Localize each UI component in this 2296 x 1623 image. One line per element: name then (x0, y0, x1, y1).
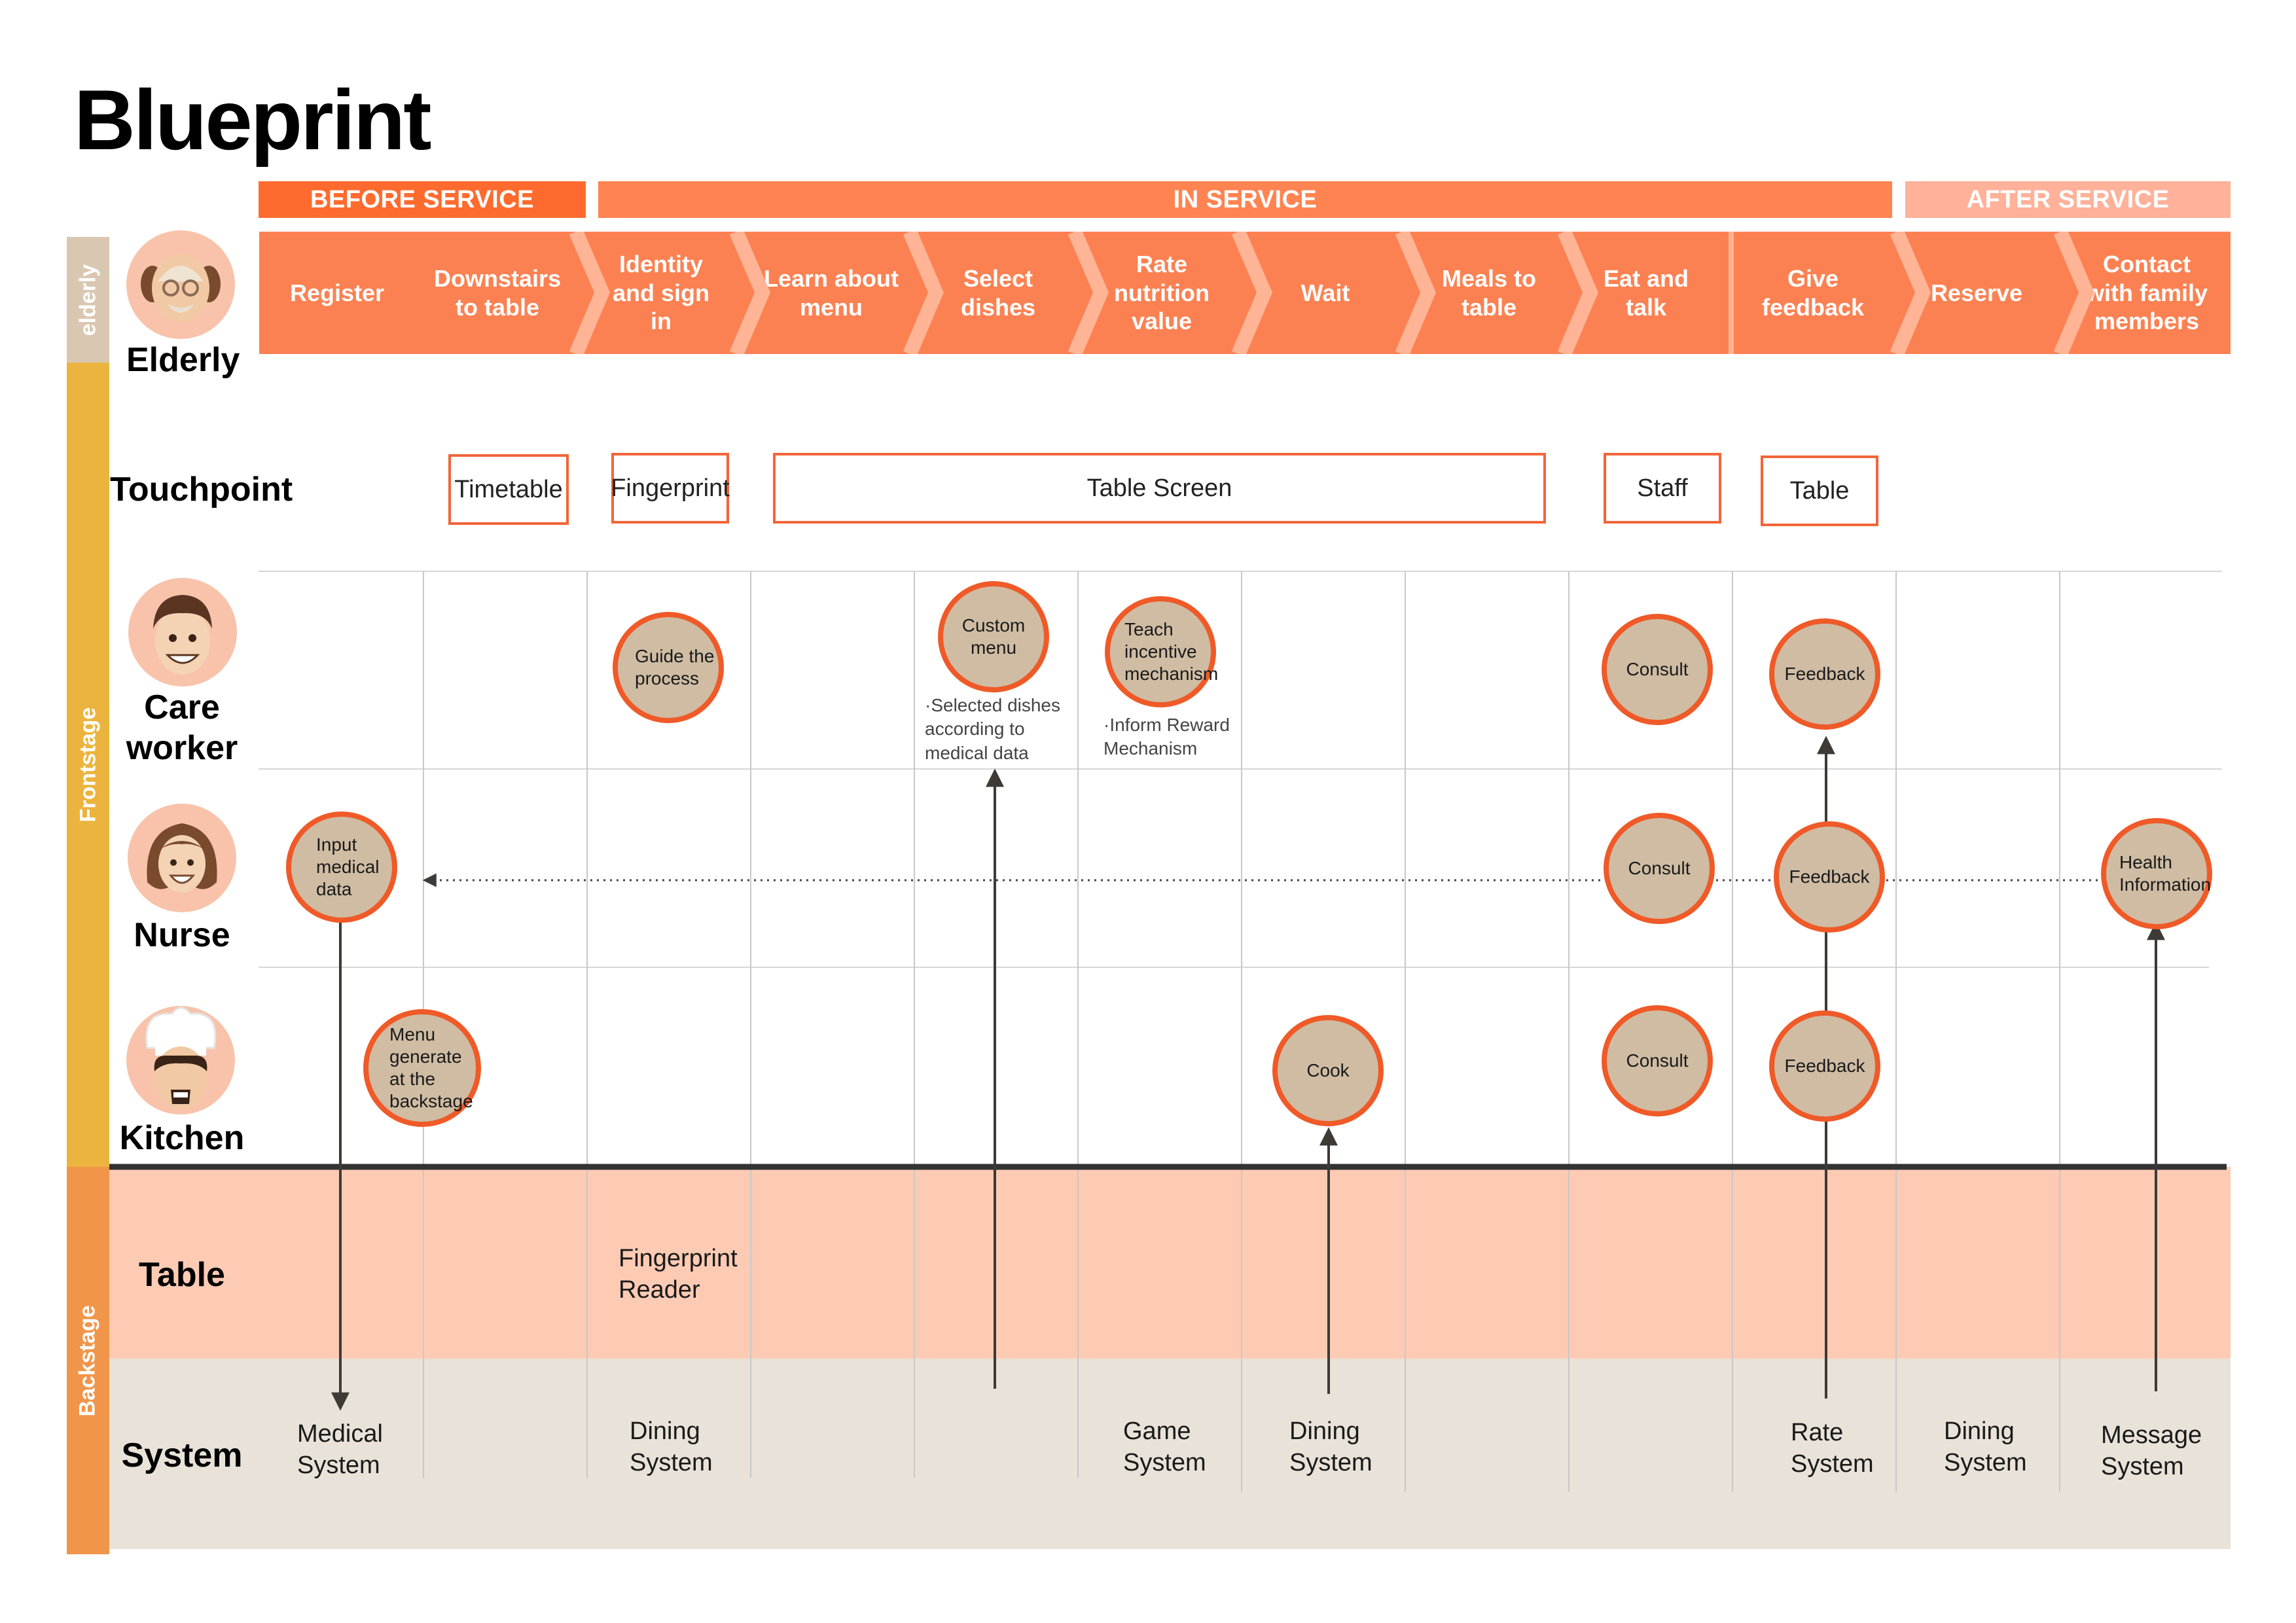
touchpoint-table: Table (1761, 455, 1878, 526)
phase-before-service: BEFORE SERVICE (259, 181, 586, 218)
node-nurse-consult: Consult (1604, 813, 1715, 924)
role-system: System (121, 1436, 243, 1474)
touchpoint-fingerprint: Fingerprint (611, 453, 730, 524)
role-elderly: Elderly (126, 341, 240, 379)
table-band (109, 1167, 2231, 1359)
touchpoint-staff: Staff (1604, 453, 1721, 524)
page-title: Blueprint (74, 72, 432, 168)
chef-avatar (126, 1006, 235, 1115)
note-selected-dishes: ·Selected dishes according to medical da… (925, 695, 1061, 763)
note-inform-reward-mechanism: ·Inform Reward Mechanism (1103, 715, 1230, 759)
sidebar-backstage: Backstage (67, 1167, 109, 1554)
role-table: Table (139, 1256, 225, 1294)
node-cook: Cook (1272, 1015, 1384, 1126)
system-dining-2: Dining System (1289, 1418, 1372, 1476)
role-nurse: Nurse (134, 916, 230, 954)
sidebar-elderly: elderly (67, 237, 109, 363)
phase-after-service: AFTER SERVICE (1905, 181, 2231, 218)
role-touchpoint: Touchpoint (110, 471, 293, 508)
system-medical: Medical System (297, 1420, 383, 1479)
step-wait: Wait (1300, 279, 1350, 306)
elderly-avatar (126, 230, 235, 339)
nurse-avatar (128, 804, 236, 912)
role-kitchen: Kitchen (119, 1119, 245, 1157)
node-kitchen-feedback: Feedback (1769, 1010, 1880, 1122)
system-dining-1: Dining System (630, 1418, 713, 1476)
sidebar-frontstage: Frontstage (67, 363, 109, 1167)
node-kitchen-consult: Consult (1602, 1005, 1713, 1116)
step-reserve: Reserve (1930, 279, 2023, 306)
system-band (109, 1359, 2231, 1549)
step-separators (258, 232, 2094, 354)
care-worker-avatar (128, 578, 237, 687)
system-message: Message System (2101, 1421, 2202, 1480)
touchpoint-timetable: Timetable (448, 454, 569, 525)
fingerprint-reader-label: Fingerprint Reader (619, 1245, 738, 1304)
system-rate: Rate System (1791, 1419, 1874, 1478)
system-game: Game System (1123, 1418, 1206, 1476)
system-dining-3: Dining System (1944, 1418, 2027, 1476)
phase-in-service: IN SERVICE (598, 181, 1892, 218)
role-care-worker: Care worker (126, 688, 238, 768)
node-nurse-feedback: Feedback (1774, 821, 1885, 933)
node-care-worker-consult: Consult (1602, 614, 1713, 725)
node-care-worker-feedback: Feedback (1769, 618, 1880, 730)
touchpoint-table-screen: Table Screen (773, 453, 1546, 524)
step-register: Register (289, 279, 385, 306)
